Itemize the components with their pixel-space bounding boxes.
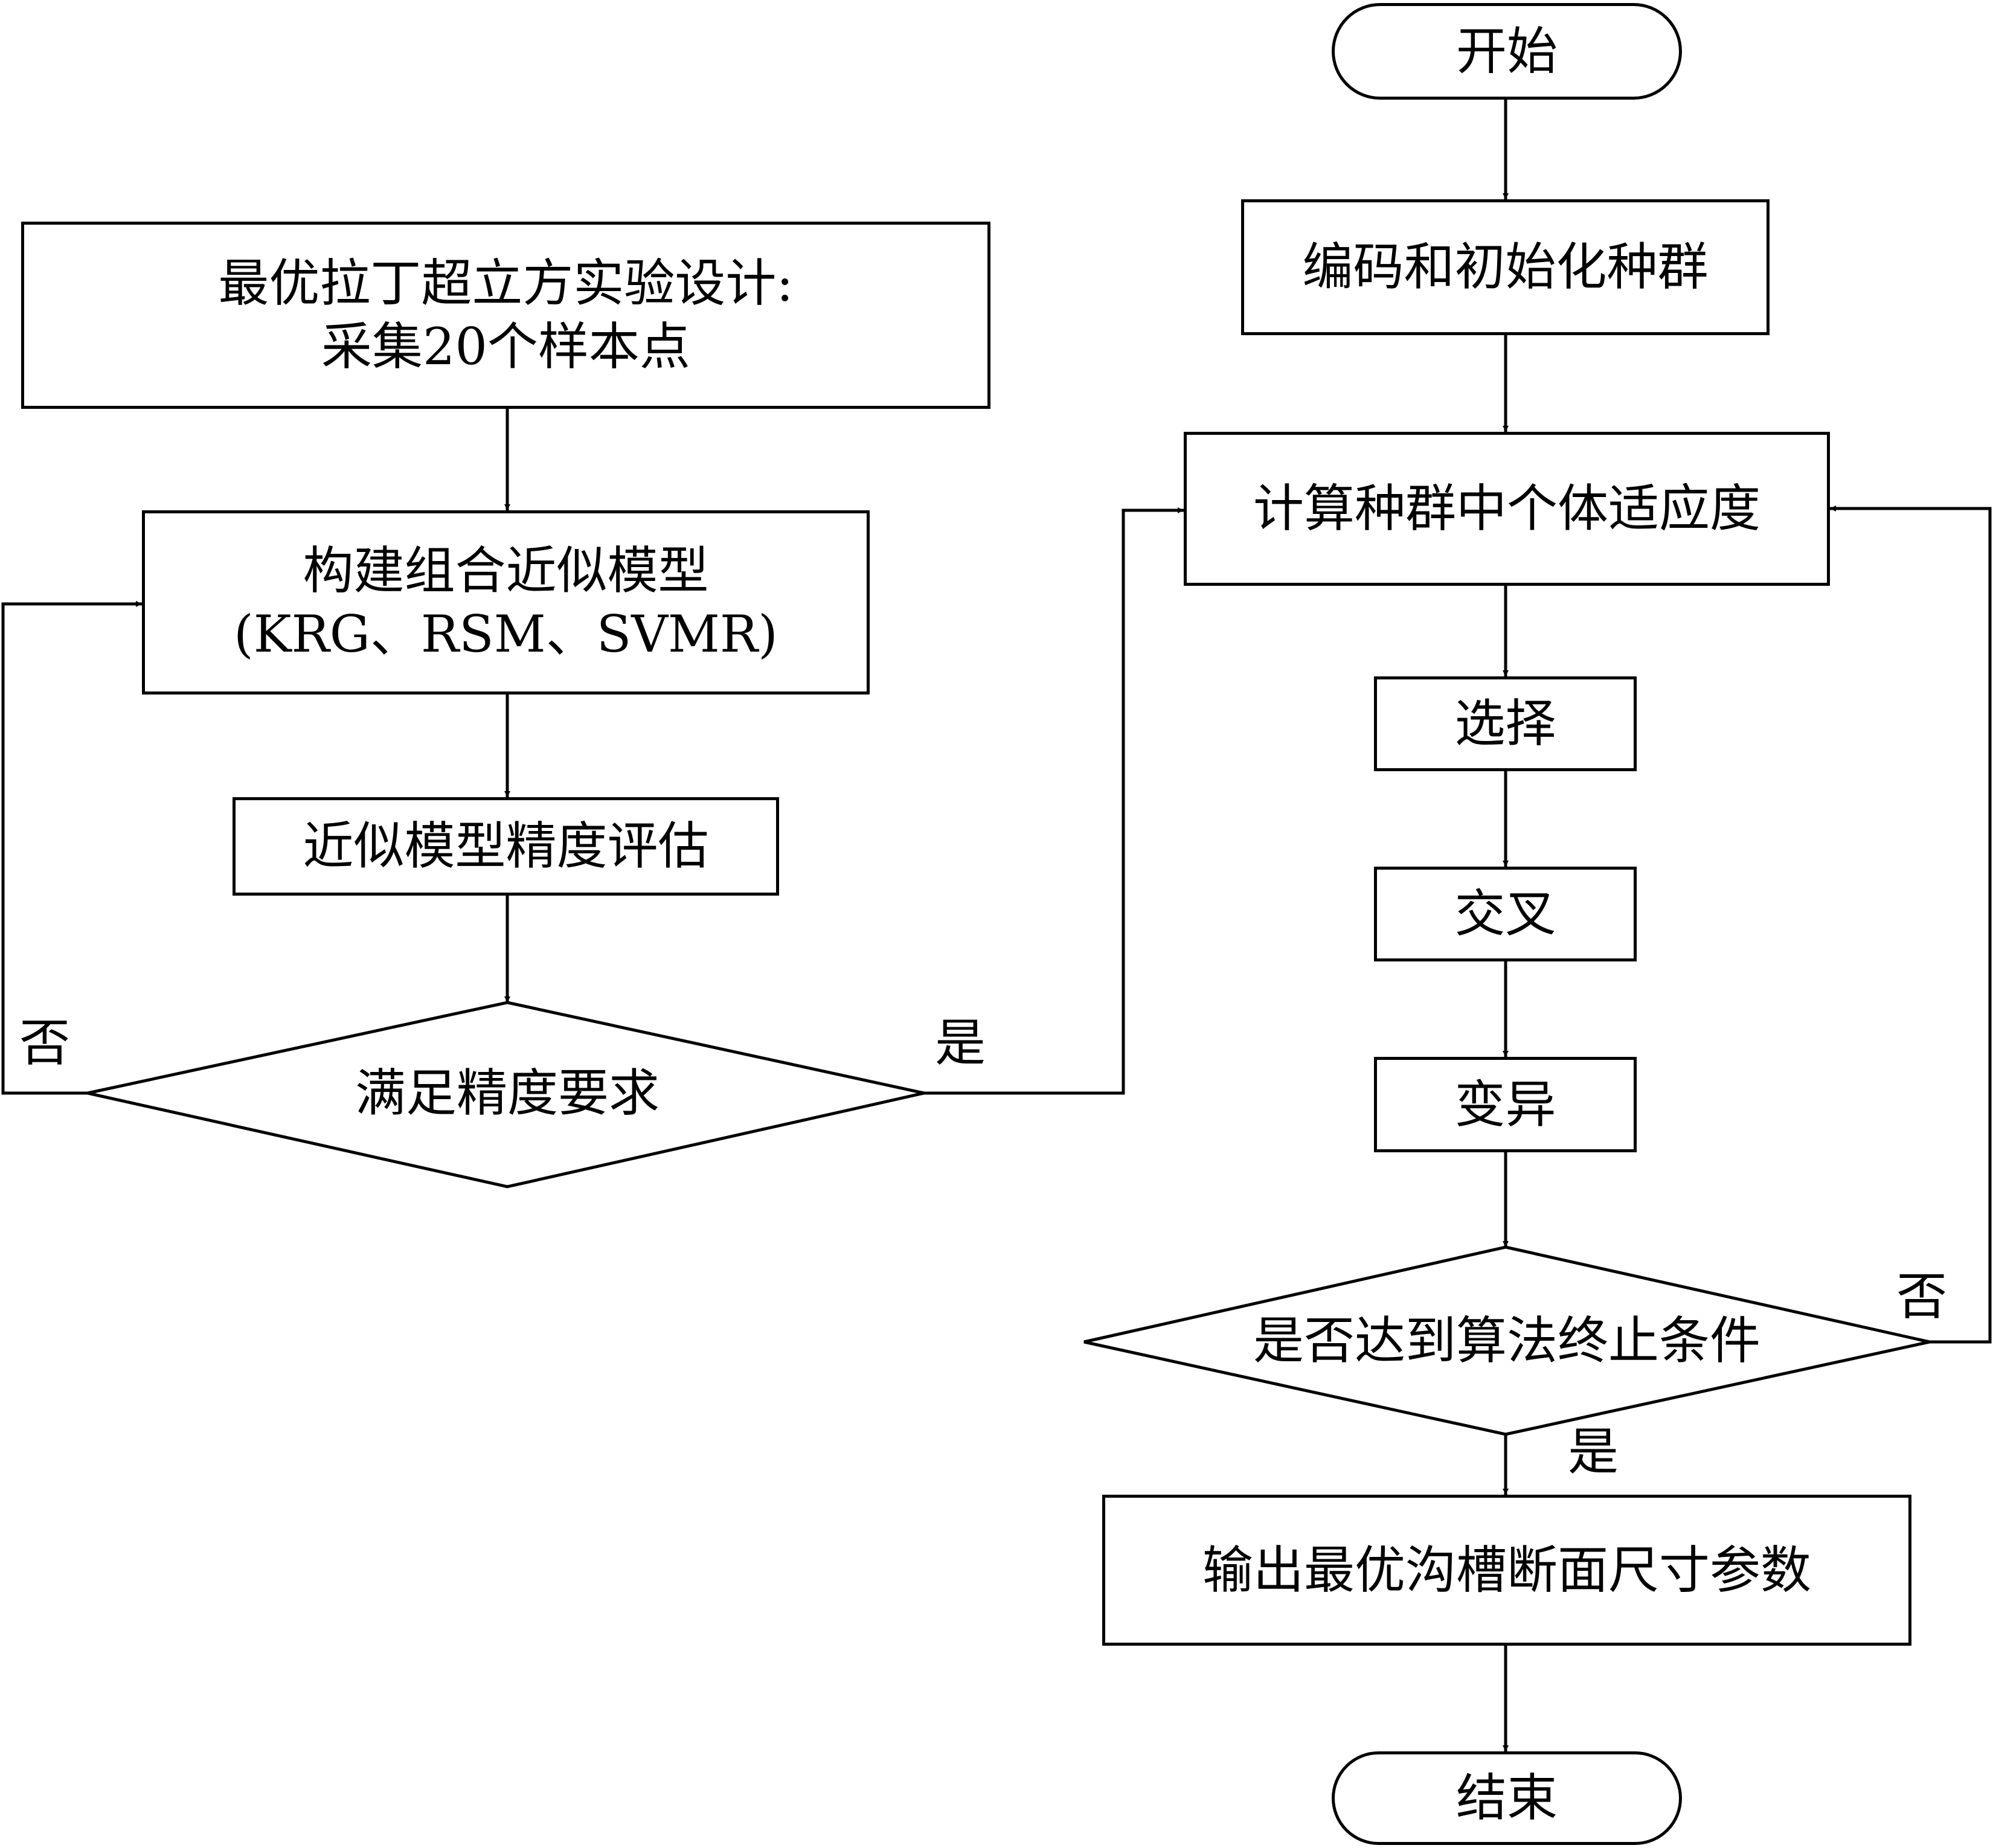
output-parameters-box: 输出最优沟槽断面尺寸参数 [1102,1495,1911,1646]
accuracy-check-label: 满足精度要求 [355,1063,660,1123]
start-label: 开始 [1455,21,1558,81]
arrow-check-no-loop-back [1830,505,1992,1344]
init-population-box: 编码和初始化种群 [1241,199,1770,335]
fitness-label: 计算种群中个体适应度 [1253,479,1760,538]
end-terminal: 结束 [1332,1751,1682,1845]
accuracy-decision-shape [87,1001,925,1189]
crossover-box: 交叉 [1374,867,1637,961]
evaluate-label: 近似模型精度评估 [303,817,709,876]
selection-label: 选择 [1454,694,1556,753]
selection-box: 选择 [1374,676,1637,771]
build-surrogate-model-box: 构建组合近似模型 (KRG、RSM、SVMR) [142,510,870,695]
termination-check-label-wrap: 是否达到算法终止条件 [1175,1298,1839,1383]
accuracy-check-label-wrap: 满足精度要求 [266,1051,749,1135]
accuracy-no-label: 否 [19,1013,71,1073]
output-label: 输出最优沟槽断面尺寸参数 [1202,1540,1811,1600]
end-label: 结束 [1455,1768,1558,1827]
arrow-check-no-loop [1,601,142,1095]
accuracy-yes-label: 是 [935,1013,986,1073]
arrow-check-yes-to-fitness [924,507,1184,1095]
build-line-2: (KRG、RSM、SVMR) [234,604,778,664]
crossover-label: 交叉 [1454,884,1556,943]
termination-check-label: 是否达到算法终止条件 [1253,1311,1760,1370]
termination-no-label: 否 [1896,1267,1948,1326]
design-line-2: 采集20个样本点 [321,317,690,376]
termination-yes-label: 是 [1568,1422,1619,1481]
mutation-box: 变异 [1374,1057,1637,1152]
design-line-1: 最优拉丁超立方实验设计: [218,254,794,313]
evaluate-accuracy-box: 近似模型精度评估 [233,797,779,896]
init-label: 编码和初始化种群 [1302,237,1709,297]
latin-hypercube-design-box: 最优拉丁超立方实验设计: 采集20个样本点 [21,222,990,409]
build-line-1: 构建组合近似模型 [303,541,709,600]
mutation-label: 变异 [1454,1074,1556,1134]
start-terminal: 开始 [1332,3,1682,100]
fitness-box: 计算种群中个体适应度 [1184,432,1830,586]
